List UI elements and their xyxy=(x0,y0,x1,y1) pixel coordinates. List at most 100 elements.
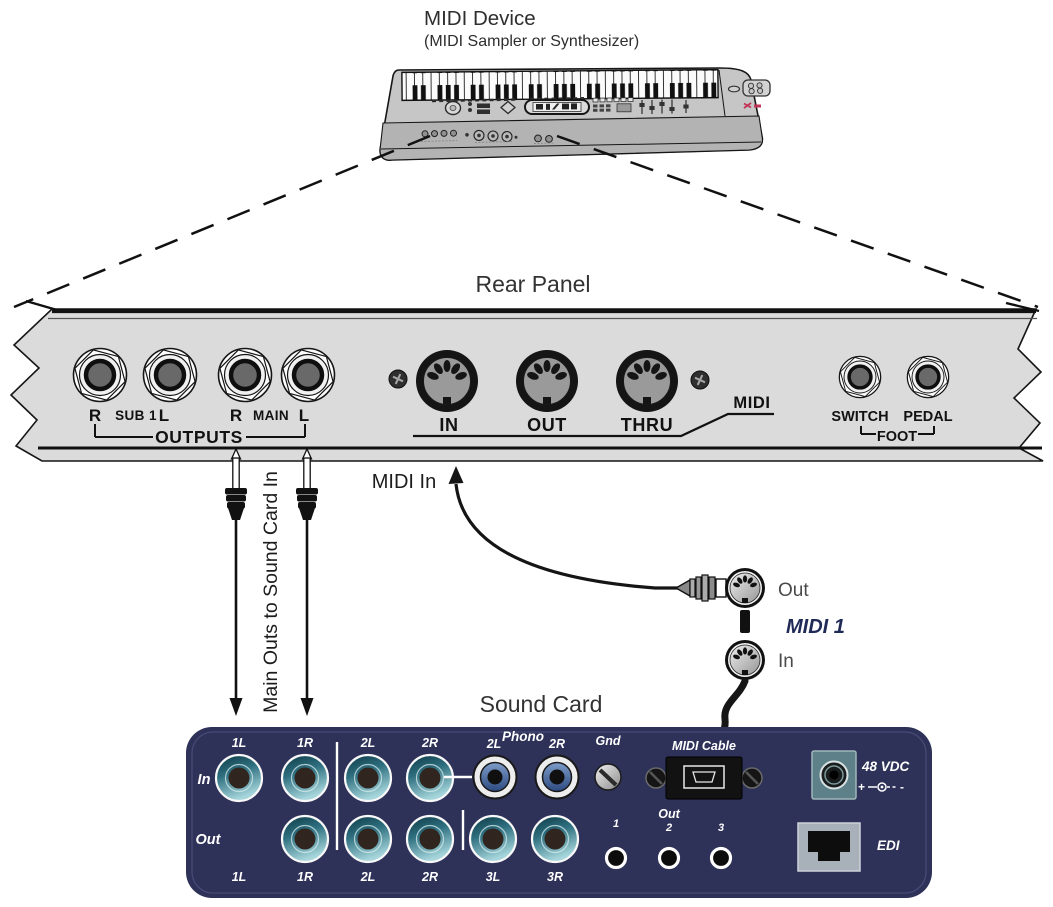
keyboard-endcap-line xyxy=(718,69,726,117)
sc-gnd-label: Gnd xyxy=(596,734,621,748)
sc-phono-2r-jack xyxy=(534,754,580,800)
sc-out-3r-label: 3R xyxy=(547,870,563,884)
midi-out-label: OUT xyxy=(527,415,567,435)
sc-out-1l-label: 1L xyxy=(232,870,247,884)
label-sub-l: L xyxy=(159,406,169,425)
sc-in-1l xyxy=(214,753,264,803)
sound-card-bevel xyxy=(191,731,927,894)
rear-panel: R SUB 1 L R MAIN L OUTPUTS IN OUT THRU M… xyxy=(9,299,1044,462)
foot-switch-jack xyxy=(837,354,883,400)
midi-thru-label: THRU xyxy=(621,415,673,435)
panel-screw-left xyxy=(388,369,408,389)
jack-sub-l xyxy=(144,349,197,402)
midi-in-curve xyxy=(454,483,678,590)
midi-in-annotation: MIDI In xyxy=(372,471,436,493)
cable-plug-tip xyxy=(674,578,691,598)
rear-panel-break-mark-left xyxy=(25,299,58,312)
sc-edi-port xyxy=(797,822,861,872)
keyboard-keys xyxy=(401,68,719,102)
sc-aux-1-label: 1 xyxy=(613,818,619,830)
sound-card: In Out 1L 1R 2L 2R 2L Phono 2R Gnd 1 xyxy=(186,727,932,898)
sc-in-2l xyxy=(343,753,393,803)
svg-text:-: - xyxy=(900,780,904,794)
sc-aux-out-2 xyxy=(657,846,681,870)
midi-group-label: MIDI xyxy=(733,394,770,412)
projection-line-left xyxy=(13,134,431,309)
sc-aux-out-label: Out xyxy=(658,807,680,821)
keyboard-front-lip xyxy=(380,141,762,150)
foot-pedal-jack xyxy=(905,354,951,400)
sc-phono-2r-label: 2R xyxy=(548,737,565,751)
sc-edi-label: EDI xyxy=(877,838,900,853)
cable-out-label: Out xyxy=(778,580,809,601)
sc-midi-cable-label: MIDI Cable xyxy=(672,739,736,753)
midi-out-port xyxy=(515,349,579,413)
foot-switch-label: SWITCH xyxy=(831,409,888,425)
cable-in-label: In xyxy=(778,651,794,672)
sc-aux-out-3 xyxy=(709,846,733,870)
main-out-plug-r xyxy=(223,447,249,718)
jack-main-l xyxy=(282,349,335,402)
label-sub-1: SUB 1 xyxy=(115,408,157,423)
label-main: MAIN xyxy=(253,408,289,423)
cable-din-in xyxy=(724,639,766,681)
sound-card-title: Sound Card xyxy=(480,691,603,717)
device-subtitle: (MIDI Sampler or Synthesizer) xyxy=(424,33,639,50)
midi-keyboard-illustration xyxy=(379,67,771,161)
sc-aux-out-1 xyxy=(604,846,628,870)
sc-midi-port-screws xyxy=(645,767,763,789)
sc-row-in-label: In xyxy=(198,772,211,788)
sc-aux-2-label: 2 xyxy=(665,822,672,834)
device-title: MIDI Device xyxy=(424,7,536,30)
sc-out-2l-label: 2L xyxy=(360,870,376,884)
sc-in-2l-label: 2L xyxy=(360,736,376,750)
keyboard-rear-connectors xyxy=(420,129,555,144)
sc-power-label: 48 VDC xyxy=(861,759,910,774)
projection-lines xyxy=(13,134,1039,309)
sc-phono-label: Phono xyxy=(502,729,544,744)
sc-in-2r-label: 2R xyxy=(421,736,438,750)
sc-out-3r xyxy=(530,814,580,864)
cable-din-out xyxy=(724,567,766,609)
keyboard-controls xyxy=(431,79,771,116)
sc-power-jack xyxy=(811,750,857,800)
projection-line-right xyxy=(556,134,1039,309)
sc-midi-cable-port xyxy=(645,756,763,800)
foot-bracket xyxy=(860,426,935,435)
cable-midi1-label: MIDI 1 xyxy=(786,616,845,638)
outputs-group-label: OUTPUTS xyxy=(155,427,243,447)
midi-in-arrow xyxy=(448,466,678,590)
cable-plug-ridges xyxy=(689,574,727,602)
rear-panel-break-mark-right xyxy=(1005,301,1040,313)
sc-gnd-screw xyxy=(594,763,622,791)
panel-screw-right xyxy=(690,370,710,390)
svg-text:+: + xyxy=(858,780,865,794)
label-sub-r: R xyxy=(89,406,101,425)
sc-in-1l-label: 1L xyxy=(232,736,247,750)
sc-out-3l xyxy=(468,814,518,864)
main-outs-annotation: Main Outs to Sound Card In xyxy=(260,471,282,713)
outputs-bracket xyxy=(94,424,306,438)
sc-aux-3-label: 3 xyxy=(718,822,724,834)
label-main-r: R xyxy=(230,406,242,425)
midi-thru-port xyxy=(615,349,679,413)
jack-sub-r xyxy=(74,349,127,402)
sc-polarity-symbol: + - xyxy=(858,780,904,794)
foot-pedal-label: PEDAL xyxy=(903,409,952,425)
pitch-wheel xyxy=(727,85,741,93)
sc-phono-2l-jack xyxy=(472,754,518,800)
midi-in-arrowhead xyxy=(448,466,464,484)
jack-main-r xyxy=(219,349,272,402)
rear-panel-title: Rear Panel xyxy=(475,271,590,297)
sc-out-2r xyxy=(405,814,455,864)
brand-logo xyxy=(743,102,761,109)
sc-out-3l-label: 3L xyxy=(486,870,501,884)
sc-out-1r-label: 1R xyxy=(297,870,313,884)
sc-row-out-label: Out xyxy=(196,832,222,848)
midi-in-port xyxy=(415,349,479,413)
sc-out-2r-label: 2R xyxy=(421,870,438,884)
label-main-l: L xyxy=(299,406,309,425)
main-out-plug-l xyxy=(294,447,320,718)
